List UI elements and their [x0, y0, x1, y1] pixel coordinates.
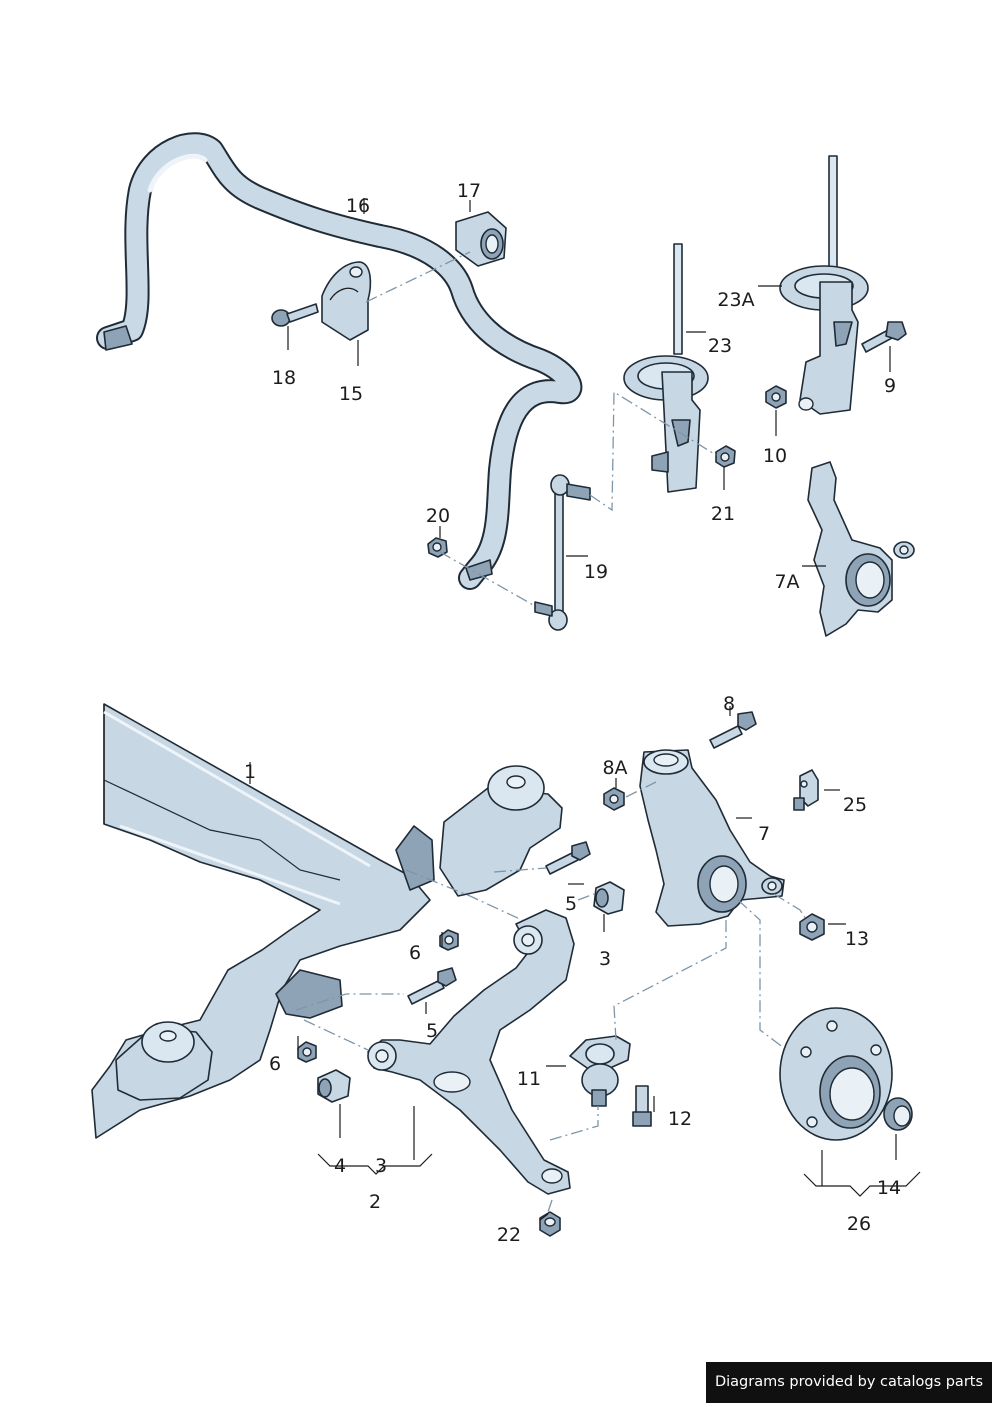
knuckle-7: [639, 749, 785, 927]
bolt-5-lower: [407, 967, 457, 1005]
label-16: 16: [346, 195, 370, 217]
label-13: 13: [845, 928, 869, 950]
label-19: 19: [584, 561, 608, 583]
label-14: 14: [877, 1177, 901, 1199]
label-7: 7: [758, 823, 770, 845]
label-15: 15: [339, 383, 363, 405]
strut-23: [623, 243, 709, 493]
nut-6-upper: [439, 929, 459, 951]
label-26: 26: [847, 1213, 871, 1235]
upper-alignment-lines: [365, 251, 717, 607]
label-6-lower: 6: [269, 1053, 281, 1075]
anti-roll-bar: [96, 132, 583, 590]
label-23a: 23A: [717, 289, 754, 311]
label-2: 2: [369, 1191, 381, 1213]
part-labels: 16 17 18 15 23 23A 9 10 21 20 19 7A 1 8 …: [244, 180, 901, 1246]
bolt-12: [632, 1085, 652, 1127]
knuckle-7a: [807, 461, 915, 637]
leader-lines: [249, 198, 921, 1221]
bolt-8: [709, 711, 757, 749]
ball-joint-11: [569, 1035, 631, 1107]
subframe-mount-left: [115, 969, 343, 1101]
strut-23a: [779, 155, 869, 415]
label-1: 1: [244, 761, 256, 783]
label-22: 22: [497, 1224, 521, 1246]
label-5-upper: 5: [565, 893, 577, 915]
subframe-mount-right: [395, 765, 563, 897]
bracket-25: [793, 769, 819, 811]
control-arm-2: [367, 909, 575, 1195]
bolt-18: [271, 303, 319, 327]
label-8: 8: [723, 693, 735, 715]
label-6-upper: 6: [409, 942, 421, 964]
bolt-5-upper: [545, 841, 591, 875]
nut-20: [427, 537, 448, 558]
credit-banner: Diagrams provided by catalogs parts: [706, 1362, 992, 1403]
label-20: 20: [426, 505, 450, 527]
label-18: 18: [272, 367, 296, 389]
axle-nut-14: [883, 1097, 913, 1131]
label-3-upper: 3: [599, 948, 611, 970]
label-23: 23: [708, 335, 732, 357]
nut-21: [715, 445, 736, 468]
clamp-15: [321, 261, 372, 341]
nut-22: [539, 1211, 561, 1237]
label-21: 21: [711, 503, 735, 525]
label-25: 25: [843, 794, 867, 816]
label-10: 10: [763, 445, 787, 467]
bushing-17: [455, 211, 507, 267]
nut-13: [799, 913, 825, 941]
nut-8a: [603, 787, 625, 811]
bushing-3-upper: [593, 881, 625, 915]
label-11: 11: [517, 1068, 541, 1090]
label-5-lower: 5: [426, 1020, 438, 1042]
label-12: 12: [668, 1108, 692, 1130]
label-4: 4: [334, 1155, 346, 1177]
lower-alignment-lines: [295, 781, 809, 1213]
nut-10: [765, 385, 787, 409]
label-7a: 7A: [774, 571, 799, 593]
label-8a: 8A: [602, 757, 627, 779]
bolt-9: [861, 321, 907, 353]
label-17: 17: [457, 180, 481, 202]
nut-6-lower: [297, 1041, 317, 1063]
bushing-4: [317, 1069, 351, 1103]
label-9: 9: [884, 375, 896, 397]
label-3-lower: 3: [375, 1155, 387, 1177]
stabilizer-link-19: [534, 474, 591, 631]
wheel-hub-26: [779, 1007, 893, 1141]
